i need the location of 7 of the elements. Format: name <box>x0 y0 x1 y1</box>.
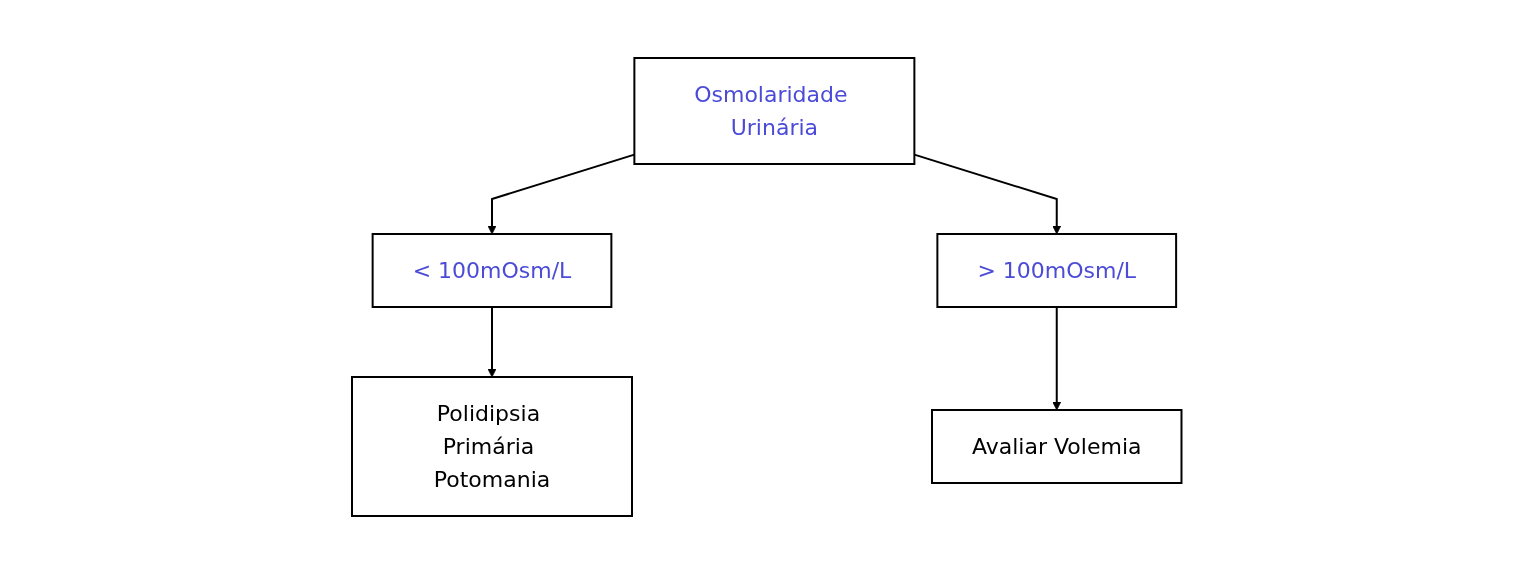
node-box: Osmolaridade Urinária <box>633 57 916 165</box>
node-box: < 100mOsm/L <box>371 233 613 308</box>
arrow <box>487 306 497 378</box>
node-box: Polidipsia Primária Potomania <box>351 376 634 517</box>
node-box: Avaliar Volemia <box>931 409 1183 484</box>
arrow <box>1052 306 1062 411</box>
node-box: > 100mOsm/L <box>936 233 1178 308</box>
